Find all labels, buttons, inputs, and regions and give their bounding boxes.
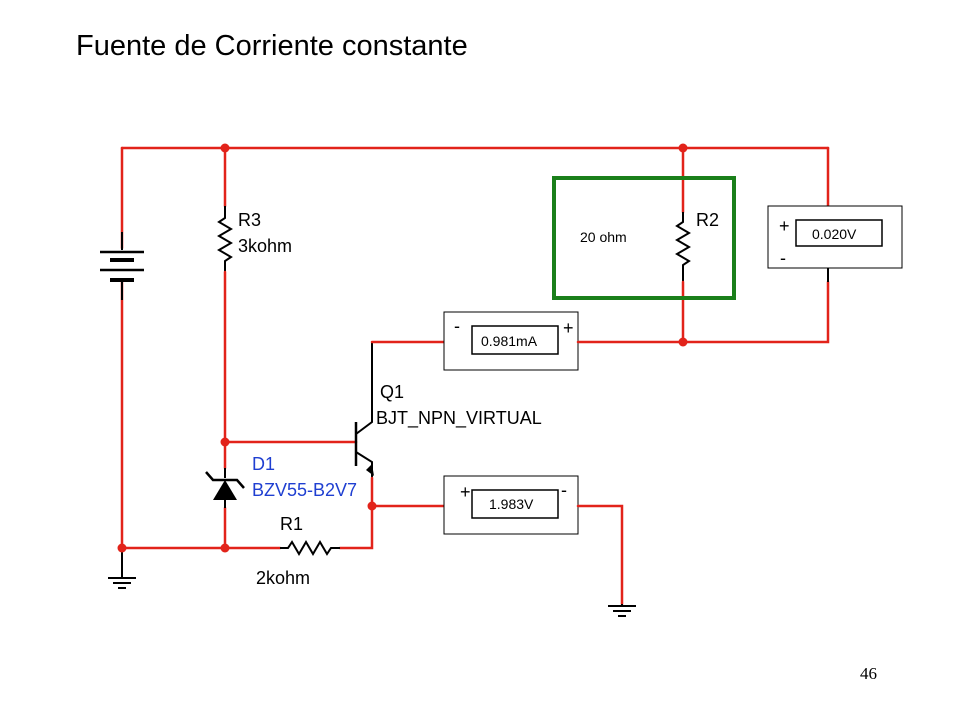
voltmeter-emitter-plus: +: [460, 482, 471, 502]
voltmeter-load-box: [767, 205, 903, 269]
q1-name: Q1: [380, 382, 404, 402]
wire-emitter: [370, 476, 446, 508]
transistor-q1-symbol: [354, 342, 374, 478]
ammeter-box: [443, 311, 579, 371]
ammeter-plus: +: [563, 318, 574, 338]
r3-name: R3: [238, 210, 261, 230]
r1-value: 2kohm: [256, 568, 310, 588]
r3-resistor: [217, 206, 233, 272]
r1-name: R1: [280, 514, 303, 534]
page-number: 46: [860, 664, 877, 683]
page-title: Fuente de Corriente constante: [76, 30, 468, 62]
load-highlight-box: [552, 176, 736, 300]
voltmeter-emitter-box: [443, 475, 579, 535]
ammeter-reading: 0.981mA: [481, 333, 538, 349]
voltmeter-load-minus: -: [780, 248, 786, 268]
r2-name: R2: [696, 210, 719, 230]
wire-bottom-left: [120, 504, 374, 550]
r2-value: 20 ohm: [580, 229, 627, 245]
ground-right-symbol: [608, 604, 636, 617]
d1-model: BZV55-B2V7: [252, 480, 357, 500]
ammeter-minus: -: [454, 316, 460, 336]
r2-resistor: [675, 212, 691, 282]
junction-dots: [117, 143, 688, 553]
battery-symbol: [100, 232, 144, 300]
q1-model: BJT_NPN_VIRTUAL: [376, 408, 542, 429]
voltmeter-emitter-minus: -: [561, 480, 567, 500]
voltmeter-load-reading: 0.020V: [812, 226, 857, 242]
voltmeter-load-plus: +: [779, 216, 790, 236]
zener-diode-symbol: [205, 468, 245, 508]
r1-resistor: [280, 540, 340, 556]
d1-name: D1: [252, 454, 275, 474]
wire-emitter-voltmeter-right: [576, 504, 624, 606]
r3-value: 3kohm: [238, 236, 292, 256]
voltmeter-emitter-reading: 1.983V: [489, 496, 534, 512]
wire-ammeter-right: [576, 280, 830, 344]
ground-left-symbol: [108, 577, 136, 589]
